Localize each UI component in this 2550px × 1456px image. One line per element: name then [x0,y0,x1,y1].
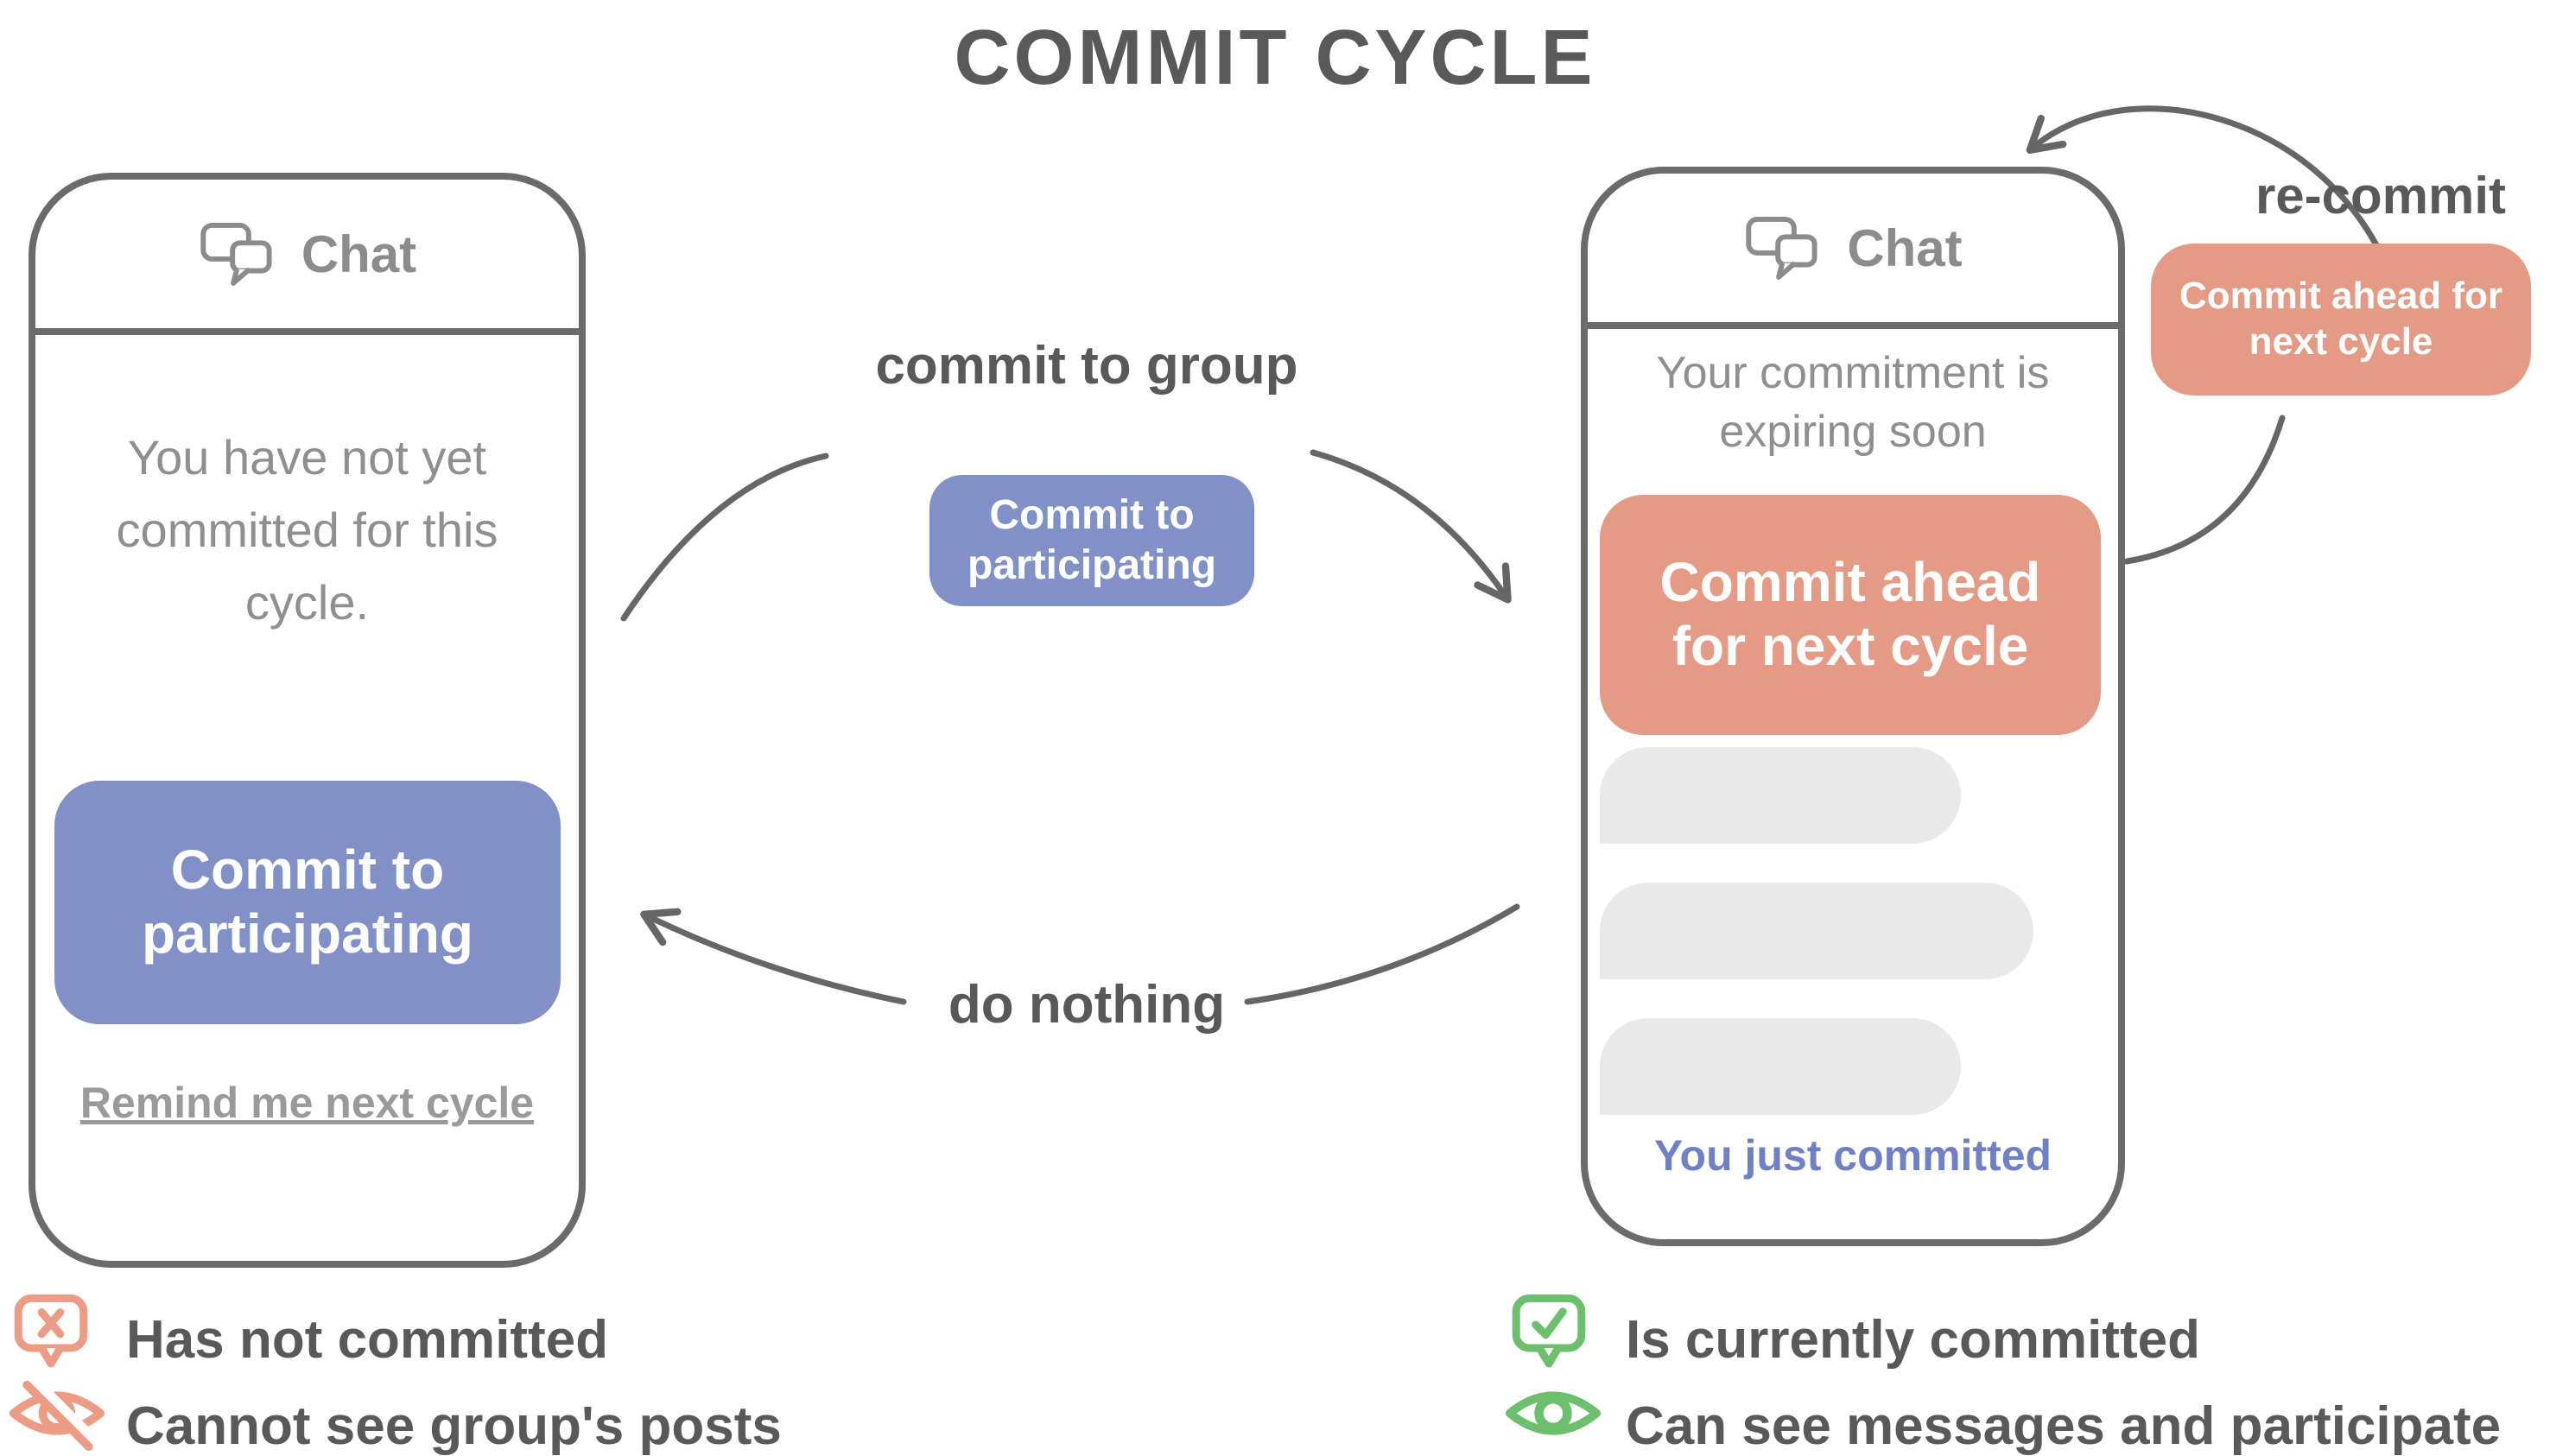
chat-bubbles-icon [198,220,279,288]
chat-bubbles-icon [1743,214,1824,282]
bubble-check-icon [1510,1292,1588,1378]
eye-off-icon [7,1375,111,1456]
recommit-commit-ahead-button[interactable]: Commit ahead for next cycle [2151,244,2531,396]
commit-to-participating-button[interactable]: Commit to participating [54,781,561,1024]
arrow-commit-to-group-right [1310,449,1512,604]
commit-ahead-button[interactable]: Commit ahead for next cycle [1600,495,2101,735]
message-placeholder-bar [1600,1018,1961,1115]
chat-header: Chat [35,180,579,335]
message-placeholder-bar [1600,883,2033,979]
commitment-expiring-message: Your commitment is expiring soon [1656,348,2050,457]
phone-committed: Chat Your commitment is expiring soon Co… [1581,167,2125,1246]
arrow-recommit-tail [2123,415,2286,565]
bubble-x-icon [12,1292,90,1378]
chat-header-label: Chat [301,225,417,283]
arrow-commit-to-group-left [620,453,829,622]
chat-header: Chat [1588,174,2118,329]
commit-to-group-label: commit to group [875,336,1298,396]
legend-has-not-committed: Has not committed [126,1310,609,1370]
legend-can-see-messages: Can see messages and participate [1626,1396,2502,1456]
legend-is-committed: Is currently committed [1626,1310,2200,1370]
eye-icon [1503,1375,1607,1456]
do-nothing-label: do nothing [948,975,1226,1035]
phone-not-committed: Chat You have not yet committed for this… [29,173,586,1268]
legend-cannot-see-posts: Cannot see group's posts [126,1396,782,1456]
not-committed-message: You have not yet committed for this cycl… [116,430,498,630]
chat-header-label: Chat [1847,218,1963,277]
recommit-label: re-commit [2255,167,2507,225]
just-committed-status: You just committed [1653,1131,2052,1180]
remind-me-link[interactable]: Remind me next cycle [79,1079,535,1127]
message-placeholder-bar [1600,747,1961,844]
page-title: COMMIT CYCLE [954,15,1596,101]
flow-commit-to-participating-button[interactable]: Commit to participating [929,475,1254,606]
